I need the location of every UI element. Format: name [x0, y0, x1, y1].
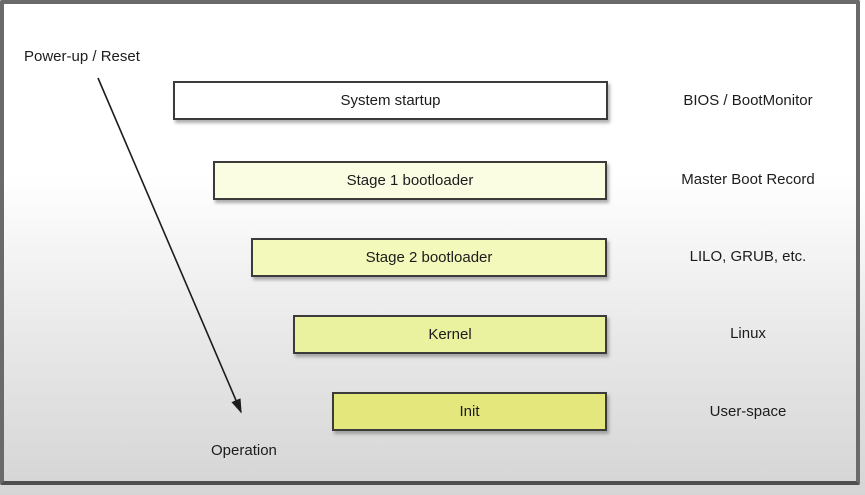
stage-box-kernel: Kernel: [293, 315, 607, 354]
stage-box-label: System startup: [340, 92, 441, 109]
side-label-mbr: Master Boot Record: [681, 171, 815, 188]
powerup-reset-label: Power-up / Reset: [24, 48, 140, 65]
side-label-user-space: User-space: [709, 403, 787, 420]
operation-label: Operation: [211, 442, 277, 459]
stage-box-label: Kernel: [428, 326, 472, 343]
stage-box-stage2-bootloader: Stage 2 bootloader: [251, 238, 607, 277]
side-label-bios: BIOS / BootMonitor: [683, 92, 813, 109]
side-label-linux: Linux: [730, 325, 766, 342]
stage-box-system-startup: System startup: [173, 81, 608, 120]
stage-box-label: Init: [459, 403, 480, 420]
stage-box-stage1-bootloader: Stage 1 bootloader: [213, 161, 607, 200]
side-label-lilo-grub: LILO, GRUB, etc.: [689, 248, 807, 265]
stage-box-init: Init: [332, 392, 607, 431]
stage-box-label: Stage 1 bootloader: [346, 172, 474, 189]
stage-box-label: Stage 2 bootloader: [365, 249, 493, 266]
